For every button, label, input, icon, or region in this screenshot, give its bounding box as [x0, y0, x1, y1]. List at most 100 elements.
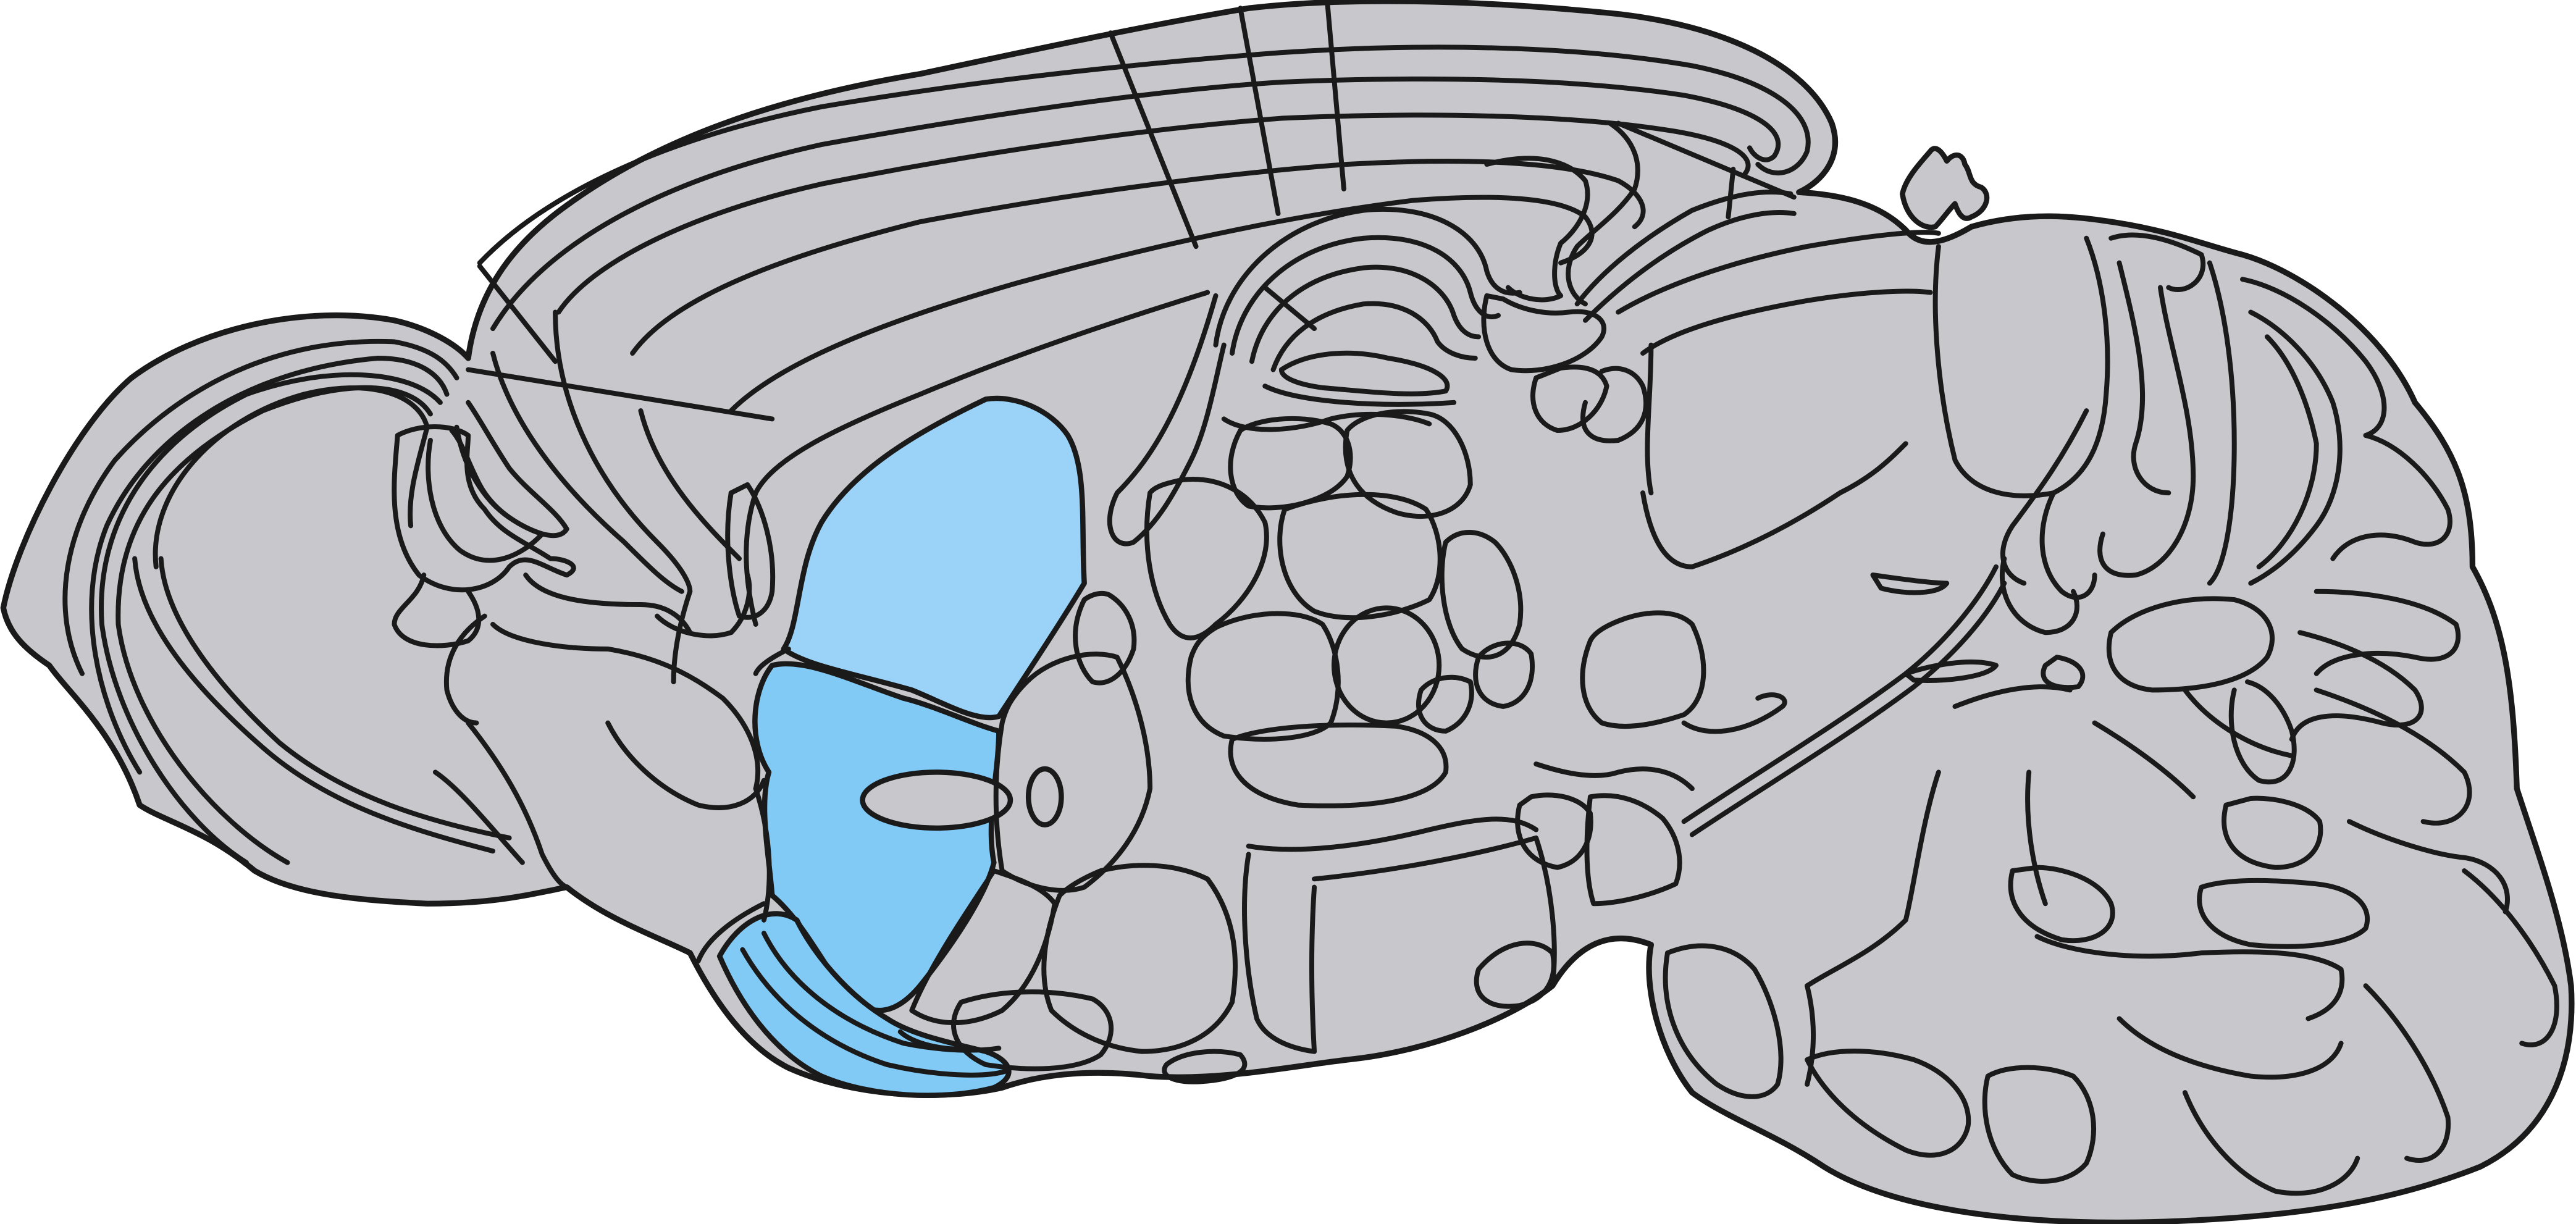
medulla-13	[2182, 1090, 2360, 1196]
basal-5	[671, 589, 693, 685]
medulla-9	[2221, 795, 2323, 870]
hippocampus-inner-2	[1262, 384, 1457, 407]
medulla-14	[1805, 769, 1941, 989]
thalamus-6	[1439, 529, 1524, 660]
crest-fold-2	[1566, 120, 1640, 307]
medulla-8	[2197, 878, 2370, 949]
midbrain-2	[1515, 792, 1593, 870]
hypothalamus-5	[1242, 852, 1317, 1054]
cerebellum-folium-9	[2314, 589, 2461, 676]
cerebellum-folium-12	[2000, 408, 2089, 586]
medulla-19	[1870, 572, 1950, 595]
cerebellum-folium-15	[2106, 596, 2275, 693]
cerebellum-folium-10	[2289, 630, 2424, 742]
medulla-10	[2346, 819, 2510, 915]
cortex-layer-4	[630, 159, 1646, 356]
hypothalamus-2	[909, 868, 1057, 1025]
medulla-4	[2008, 865, 2115, 944]
cortex-division-3	[1325, 1, 1346, 191]
thalamus-3	[1277, 492, 1443, 621]
olfactory-layer-2	[89, 355, 450, 775]
tectum-1	[1574, 189, 1794, 307]
midbrain-8	[1616, 230, 1941, 315]
highlight-lower-contour-1	[740, 947, 1008, 1078]
striatum-boundary	[744, 290, 1210, 627]
midbrain-4	[1681, 692, 1787, 734]
cortex-layer-2	[490, 76, 1781, 332]
basal-3	[655, 572, 752, 639]
olfactory-inner-3	[432, 769, 525, 865]
basal-1	[490, 621, 760, 791]
thalamus-oval	[1331, 605, 1442, 726]
pons-base	[1312, 835, 1557, 989]
tectum-2	[1582, 210, 1797, 323]
hippocampus-arc-2	[1230, 235, 1501, 356]
cortex-division-6	[477, 263, 558, 364]
cortex-layer-5	[728, 195, 1595, 414]
medulla-15	[2025, 769, 2048, 907]
hypothalamus-6	[1309, 884, 1317, 1054]
olfactory-inner-2	[158, 556, 512, 840]
cerebellum-folium-5	[2240, 277, 2387, 438]
basal-2	[605, 720, 766, 810]
medulla-16	[2092, 720, 2196, 800]
cerebellum-folium-1	[2108, 232, 2205, 292]
medulla-5	[1805, 983, 1816, 1087]
olfactory-core-3	[454, 400, 569, 539]
cerebellum-folium-11	[2314, 687, 2472, 826]
hypothalamus-3	[1041, 863, 1238, 1054]
cortex-division-4	[1616, 120, 1797, 200]
hippocampus-arc-4	[1270, 301, 1478, 372]
cortex-layer-1	[477, 44, 1811, 266]
olfactory-core	[392, 424, 576, 593]
cerebellum-folium-4	[2207, 260, 2237, 586]
midbrain-1	[1580, 610, 1706, 729]
mammillary-1	[1474, 941, 1556, 1009]
midbrain-6	[1640, 441, 1908, 569]
hippocampus-inner	[1278, 350, 1450, 396]
cortex-division-1	[1108, 30, 1199, 249]
cerebellum-folium-8	[2330, 433, 2452, 561]
midbrain-7	[1640, 288, 1933, 356]
medulla-11	[2462, 868, 2559, 1047]
hippocampus-outer	[1107, 293, 1227, 547]
cortex-division-5	[1726, 167, 1736, 220]
medulla-6	[2034, 934, 2345, 1021]
diagonal-tract-1	[1681, 564, 1999, 824]
cerebellum-folium-14	[2000, 556, 2079, 635]
flocculus-piece	[1900, 146, 1990, 230]
colliculus-3	[1580, 366, 1649, 443]
midbrain-9	[1645, 342, 1654, 496]
medulla-20	[2041, 655, 2086, 690]
medulla-12	[2363, 983, 2451, 1163]
basal-8	[753, 786, 772, 923]
cortex-layer-3	[556, 112, 1751, 315]
cortex-division-7	[466, 367, 775, 422]
cortex-lower-2	[490, 350, 684, 594]
thalamus-8	[1416, 674, 1474, 734]
olfactory-layer-3	[99, 372, 443, 865]
colliculus-1	[1481, 293, 1606, 374]
thalamus-9	[1473, 640, 1535, 709]
striatum-small-2	[1073, 590, 1137, 685]
olfactory-blob-2	[443, 613, 487, 726]
medulla-18	[1903, 659, 1999, 683]
olfactory-inner-1	[132, 556, 496, 854]
basal-4	[523, 572, 693, 635]
medulla-7	[2117, 1016, 2344, 1080]
medulla-1	[1805, 1049, 1971, 1158]
crest-fold	[1484, 156, 1590, 303]
mammillary-2	[1162, 1049, 1248, 1084]
hippocampus-arc-3	[1249, 264, 1482, 364]
cerebellum-folium-13	[2039, 490, 2097, 600]
olfactory-layer-5	[153, 385, 430, 569]
cortex-division-2	[1238, 6, 1281, 216]
diagonal-tract-2	[1689, 581, 2007, 837]
hippocampus-tail	[1221, 411, 1432, 432]
cerebellum-folium-7	[2256, 334, 2319, 569]
cerebellum-folium-2	[2117, 260, 2171, 496]
basal-7	[695, 901, 766, 964]
olfactory-layer-1	[62, 338, 459, 676]
highlight-region-upper	[781, 395, 1087, 721]
